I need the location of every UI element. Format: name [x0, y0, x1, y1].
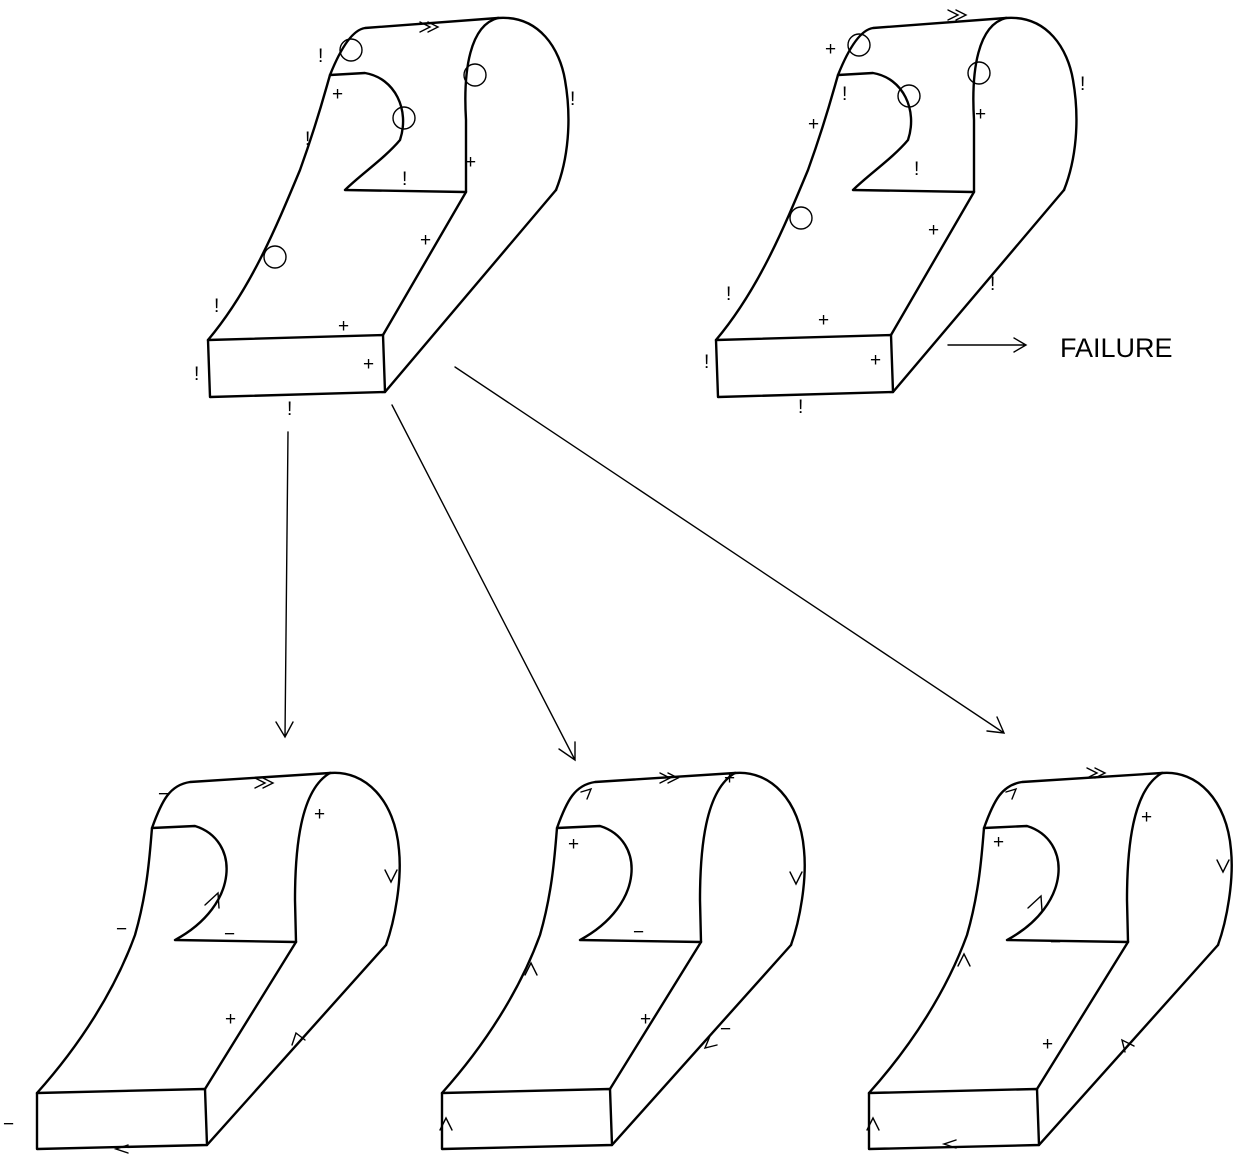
plus-mark: + [808, 114, 819, 135]
bang-mark: ! [914, 159, 919, 180]
failure-arrow [947, 337, 1028, 353]
plus-mark: + [1042, 1034, 1053, 1055]
plus-mark: + [363, 354, 374, 375]
plus-mark: + [818, 310, 829, 331]
plus-mark: + [420, 230, 431, 251]
marks-bottom-right: + + − + [993, 807, 1152, 1055]
plus-mark: + [993, 832, 1004, 853]
bang-mark: ! [214, 296, 219, 317]
minus-mark: − [1050, 932, 1061, 953]
plus-mark: + [640, 1009, 651, 1030]
bang-mark: ! [842, 84, 847, 105]
minus-mark: − [3, 1114, 14, 1135]
transition-arrow-right [454, 366, 1006, 734]
plus-mark: + [870, 350, 881, 371]
marks-top-left: ! + ! ! + ! + ! + ! + ! [194, 46, 575, 420]
marks-bottom-middle: + + − + − [568, 768, 735, 1040]
bang-mark: ! [402, 169, 407, 190]
transition-arrow-middle [391, 404, 576, 762]
shape-top-left [206, 16, 570, 399]
plus-mark: + [928, 220, 939, 241]
plus-mark: + [1141, 807, 1152, 828]
bang-mark: ! [318, 46, 323, 67]
bang-mark: ! [194, 364, 199, 385]
plus-mark: + [975, 104, 986, 125]
plus-mark: + [724, 768, 735, 789]
minus-mark: − [224, 924, 235, 945]
failure-label: FAILURE [1060, 333, 1173, 363]
bang-mark: ! [798, 397, 803, 418]
shape-bottom-right [866, 767, 1233, 1151]
bang-mark: ! [570, 89, 575, 110]
bang-mark: ! [287, 399, 292, 420]
bang-mark: ! [990, 274, 995, 295]
minus-mark: − [158, 784, 169, 805]
plus-mark: + [332, 84, 343, 105]
marks-bottom-left: − + − − + − [3, 784, 325, 1135]
bang-mark: ! [1080, 74, 1085, 95]
minus-mark: − [116, 919, 127, 940]
shape-top-right [714, 9, 1078, 399]
bang-mark: ! [726, 284, 731, 305]
plus-mark: + [465, 152, 476, 173]
marks-top-right: + ! ! + + ! + ! ! + ! + ! [704, 39, 1085, 418]
plus-mark: + [568, 834, 579, 855]
plus-mark: + [314, 804, 325, 825]
transition-arrow-down [275, 431, 294, 739]
shape-bottom-left [35, 771, 401, 1154]
plus-mark: + [338, 316, 349, 337]
minus-mark: − [720, 1019, 731, 1040]
shape-bottom-middle [439, 771, 806, 1151]
plus-mark: + [825, 39, 836, 60]
minus-mark: − [633, 922, 644, 943]
bang-mark: ! [305, 129, 310, 150]
bang-mark: ! [704, 352, 709, 373]
plus-mark: + [225, 1009, 236, 1030]
